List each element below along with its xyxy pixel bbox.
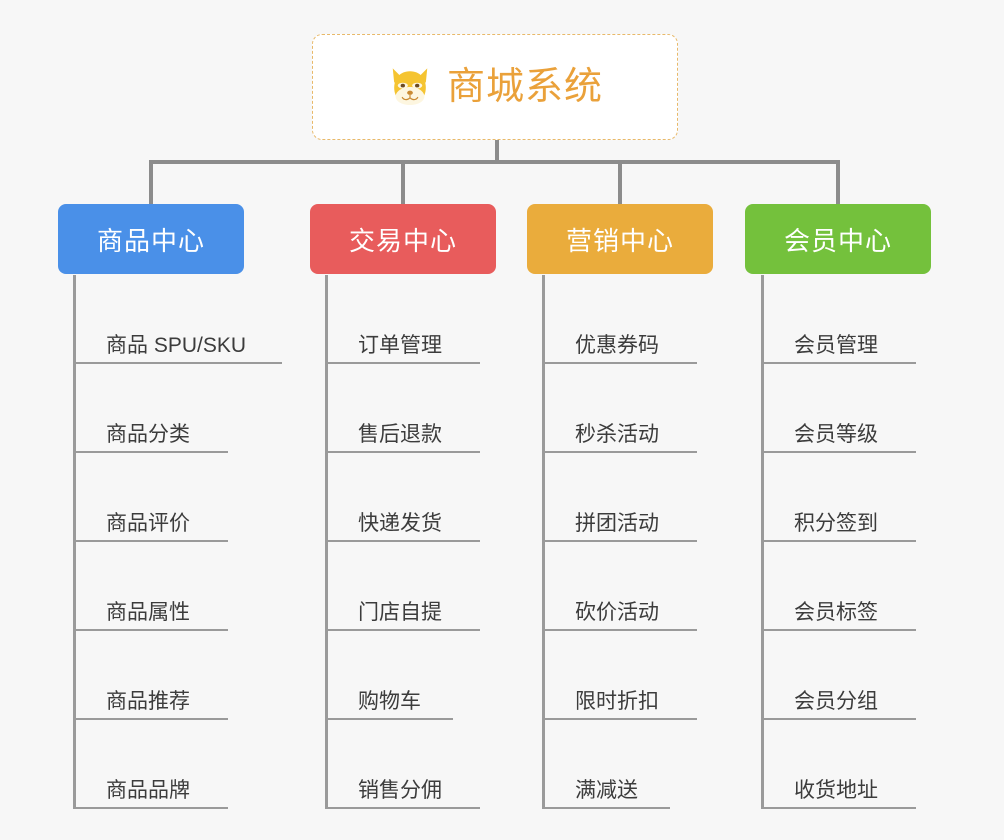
category-box-3[interactable]: 营销中心	[527, 204, 713, 274]
leaf-underline	[545, 629, 697, 631]
leaf-label: 积分签到	[794, 512, 878, 535]
leaf-label: 会员等级	[794, 423, 878, 446]
leaf-underline	[764, 629, 916, 631]
leaf-underline	[328, 362, 480, 364]
leaf-underline	[328, 629, 480, 631]
leaf-label: 拼团活动	[575, 512, 659, 535]
leaf-label: 商品品牌	[106, 779, 190, 802]
leaf-label: 砍价活动	[575, 601, 659, 624]
leaf-underline	[328, 807, 480, 809]
leaf-underline	[76, 451, 228, 453]
leaf-label: 快递发货	[358, 512, 442, 535]
branch-trunk	[73, 275, 76, 809]
leaf-label: 商品分类	[106, 423, 190, 446]
root-stem-connector	[495, 140, 499, 162]
drop-connector-4	[836, 160, 840, 204]
leaf-underline	[328, 540, 480, 542]
leaf-underline	[76, 718, 228, 720]
leaf-label: 商品属性	[106, 601, 190, 624]
leaf-label: 商品推荐	[106, 690, 190, 713]
branch-trunk	[325, 275, 328, 809]
shiba-dog-face-icon	[392, 68, 428, 105]
leaf-label: 会员管理	[794, 334, 878, 357]
leaf-underline	[76, 629, 228, 631]
leaf-underline	[545, 451, 697, 453]
leaf-underline	[764, 540, 916, 542]
category-label: 营销中心	[565, 225, 674, 256]
leaf-label: 满减送	[575, 779, 638, 802]
leaf-underline	[764, 807, 916, 809]
category-box-1[interactable]: 商品中心	[58, 204, 244, 274]
leaf-label: 商品评价	[106, 512, 190, 535]
horizontal-bus-connector	[150, 160, 838, 164]
drop-connector-2	[401, 160, 405, 204]
leaf-underline	[328, 718, 453, 720]
leaf-label: 秒杀活动	[575, 423, 659, 446]
leaf-underline	[545, 807, 670, 809]
leaf-underline	[545, 362, 697, 364]
category-label: 商品中心	[96, 225, 205, 256]
leaf-label: 限时折扣	[575, 690, 659, 713]
leaf-underline	[764, 718, 916, 720]
leaf-label: 商品 SPU/SKU	[106, 334, 247, 357]
leaf-label: 门店自提	[358, 601, 442, 624]
leaf-label: 销售分佣	[358, 779, 442, 802]
leaf-underline	[76, 807, 228, 809]
leaf-label: 优惠券码	[575, 334, 659, 357]
leaf-underline	[764, 362, 916, 364]
category-label: 会员中心	[783, 225, 892, 256]
leaf-underline	[328, 451, 480, 453]
leaf-label: 购物车	[358, 690, 421, 713]
branch-trunk	[761, 275, 764, 809]
branch-trunk	[542, 275, 545, 809]
root-title: 商城系统	[446, 66, 603, 108]
category-box-4[interactable]: 会员中心	[745, 204, 931, 274]
leaf-label: 售后退款	[358, 423, 442, 446]
root-node[interactable]: 商城系统	[312, 34, 678, 140]
leaf-underline	[545, 540, 697, 542]
leaf-label: 收货地址	[794, 779, 878, 802]
category-label: 交易中心	[348, 225, 457, 256]
drop-connector-3	[618, 160, 622, 204]
leaf-underline	[76, 362, 282, 364]
category-box-2[interactable]: 交易中心	[310, 204, 496, 274]
leaf-underline	[76, 540, 228, 542]
leaf-underline	[764, 451, 916, 453]
leaf-label: 会员标签	[794, 601, 878, 624]
leaf-underline	[545, 718, 697, 720]
leaf-label: 会员分组	[794, 690, 878, 713]
drop-connector-1	[149, 160, 153, 204]
leaf-label: 订单管理	[358, 334, 442, 357]
